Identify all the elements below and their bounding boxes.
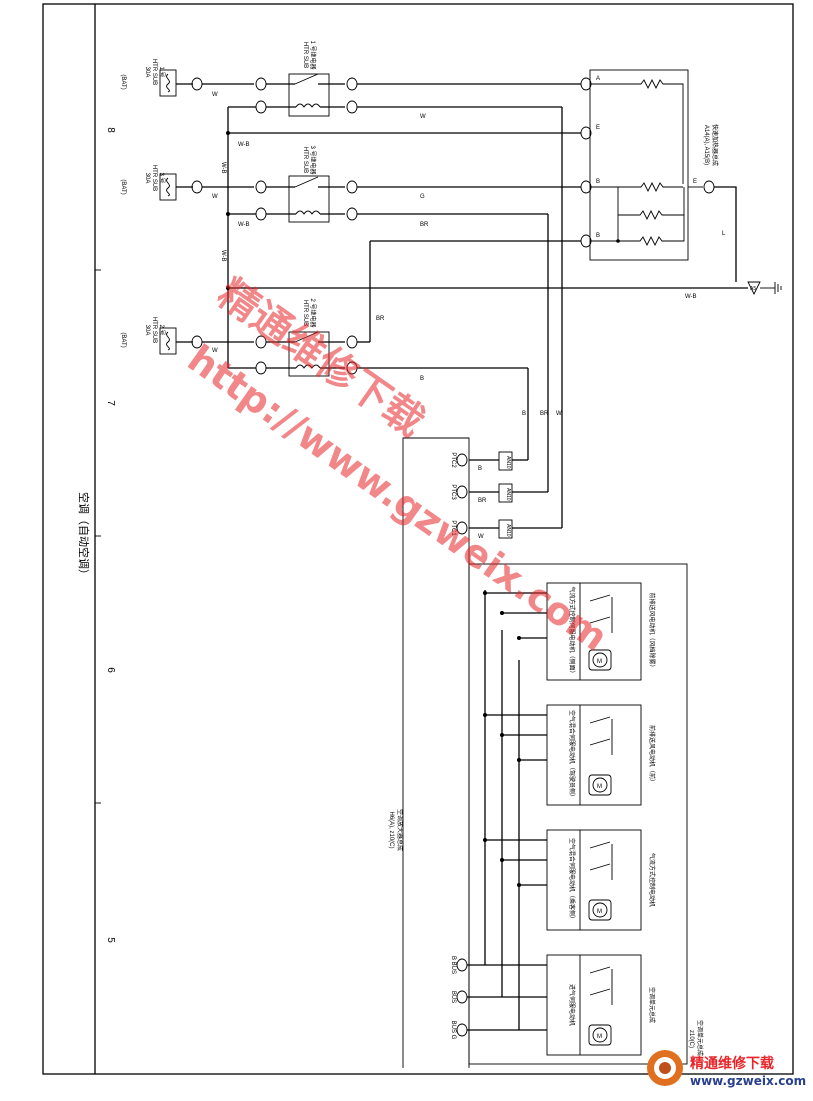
actuator-subtitle: 前排送风电动机（前） bbox=[648, 725, 656, 785]
actuator-subtitle: 气流方式控制电动机 bbox=[648, 853, 656, 907]
motor-symbol: M bbox=[597, 909, 602, 915]
wire-color: W bbox=[478, 534, 484, 540]
zone-number: 5 bbox=[105, 937, 116, 943]
actuator-title: 空气混合伺服电动机（驾驶员侧） bbox=[568, 710, 576, 800]
relay-desc: 3 号继电器 bbox=[309, 145, 317, 174]
ptc-pin: PTC1 bbox=[450, 520, 456, 536]
actuator-2: M 空气混合伺服电动机（驾驶员侧） 前排送风电动机（前） bbox=[546, 704, 656, 806]
heater-pin: E bbox=[693, 179, 697, 185]
relay-1: HTR SUB 1 号继电器 bbox=[255, 40, 358, 117]
footer-logo-url: www.gzweix.com bbox=[690, 1074, 806, 1088]
fuse-rating: 30A bbox=[144, 67, 150, 78]
fuse-rating: 30A bbox=[144, 173, 150, 184]
relay-name: HTR SUB bbox=[302, 147, 308, 173]
wire-color: G bbox=[420, 194, 425, 200]
actuator-title: 进气伺服电动机 bbox=[568, 984, 576, 1026]
connector-code: AN10 bbox=[505, 488, 511, 501]
actuator-3: M 空气混合伺服电动机（乘客侧） 气流方式控制电动机 bbox=[546, 829, 656, 931]
relay-2: HTR SUB 2 号继电器 BR B bbox=[255, 241, 528, 382]
wire-color: BR bbox=[478, 498, 487, 504]
heater-code: A14(A), A15(B) bbox=[703, 125, 709, 165]
heater-pin: B bbox=[596, 233, 600, 239]
wire-color: W-B bbox=[220, 250, 226, 262]
relay-name: HTR SUB bbox=[302, 300, 308, 326]
relay-3: HTR SUB 3 号继电器 G BR bbox=[255, 145, 548, 228]
wire-color: L bbox=[722, 231, 726, 237]
wire-color: W-B bbox=[220, 162, 226, 174]
wire-color: B bbox=[522, 411, 526, 417]
page-title: 空调（自动空调） bbox=[77, 492, 91, 580]
zone-number: 7 bbox=[105, 400, 116, 406]
fuse-rating: 30A bbox=[144, 325, 150, 336]
wire-color: W bbox=[556, 411, 562, 417]
actuator-title: 气流方式控制伺服电动机（侧面） bbox=[568, 586, 576, 676]
watermark: 精通维修下载 http://www.gzweix.com bbox=[180, 271, 616, 660]
motor-symbol: M bbox=[597, 1034, 602, 1040]
wire-color: W bbox=[212, 92, 218, 98]
page-frame bbox=[42, 3, 794, 1075]
bus-pin: BUS G bbox=[450, 1021, 456, 1040]
wire-color: W-B bbox=[685, 294, 697, 300]
heater-pin: E bbox=[596, 125, 600, 131]
wire-color: W-B bbox=[238, 142, 250, 148]
actuator-title: 空气混合伺服电动机（乘客侧） bbox=[568, 838, 576, 922]
zone-number: 8 bbox=[105, 127, 116, 133]
relay-name: HTR SUB bbox=[302, 42, 308, 68]
amplifier-desc: 空调放大器总成 bbox=[396, 809, 404, 851]
connector-code: AN10 bbox=[505, 524, 511, 537]
zone-numbers: 8 7 6 5 bbox=[105, 127, 116, 943]
fuse-name: HTR SUB bbox=[151, 317, 157, 343]
actuator-subtitle: 空调单元总成 bbox=[648, 987, 656, 1023]
fuse-index: 3 号 bbox=[158, 172, 165, 183]
footer-logo-cn: 精通维修下载 bbox=[690, 1055, 774, 1072]
fuse-index: 1 号 bbox=[158, 66, 165, 77]
wire-color: W-B bbox=[238, 222, 250, 228]
ac-unit-assembly: z10(C) 空调单元总成 bbox=[467, 563, 704, 1065]
unit-code: z10(C) bbox=[688, 1030, 694, 1048]
fuse-name: HTR SUB bbox=[151, 165, 157, 191]
ptc-pin: PTC3 bbox=[450, 484, 456, 500]
wb-bus: W-B W-B W-B W-B bbox=[220, 106, 256, 369]
wire-color: BR bbox=[420, 222, 429, 228]
wire-color: BR bbox=[376, 316, 385, 322]
actuator-1: M 气流方式控制伺服电动机（侧面） 前排送风电动机（风档除雾） bbox=[546, 582, 656, 681]
footer-logo: 精通维修下载 www.gzweix.com bbox=[647, 1050, 806, 1088]
bus-pin: BUS bbox=[450, 991, 456, 1003]
heater-pin: B bbox=[596, 179, 600, 185]
wire-color: W bbox=[420, 114, 426, 120]
actuator-group: M 气流方式控制伺服电动机（侧面） 前排送风电动机（风档除雾） M 空气混合伺服电动机（… bbox=[546, 582, 656, 1056]
fuse-3: (BAT) 30A HTR SUB 3 号 bbox=[120, 165, 254, 201]
relay-desc: 1 号继电器 bbox=[309, 40, 317, 69]
unit-desc: 空调单元总成 bbox=[696, 1020, 704, 1056]
fuse-source: (BAT) bbox=[120, 332, 126, 347]
amplifier-code: H6(A), z10(C) bbox=[388, 811, 394, 848]
fuse-2: (BAT) 30A HTR SUB 2 号 bbox=[120, 317, 254, 355]
heater-pin: A bbox=[596, 76, 600, 82]
fuse-name: HTR SUB bbox=[151, 59, 157, 85]
bus-pin: B BUS bbox=[450, 956, 456, 974]
heater-desc: 快速加热器总成 bbox=[711, 124, 719, 166]
fuse-1: (BAT) 30A HTR SUB 1 号 bbox=[120, 59, 254, 97]
ground-symbol: A5 W-B bbox=[228, 281, 782, 300]
actuator-4: M 进气伺服电动机 空调单元总成 bbox=[546, 954, 656, 1056]
ptc-pin: PTC2 bbox=[450, 452, 456, 468]
motor-symbol: M bbox=[597, 784, 602, 790]
fuse-source: (BAT) bbox=[120, 74, 126, 89]
fuse-index: 2 号 bbox=[158, 324, 165, 335]
wire-color: B bbox=[478, 466, 482, 472]
relay-desc: 2 号继电器 bbox=[309, 298, 317, 327]
zone-number: 6 bbox=[105, 667, 116, 673]
wire-color: W bbox=[212, 348, 218, 354]
actuator-subtitle: 前排送风电动机（风档除雾） bbox=[648, 592, 656, 670]
quick-heater-assembly: A14(A), A15(B) 快速加热器总成 A E B B E L bbox=[228, 69, 737, 282]
ground-label: A5 bbox=[750, 286, 756, 292]
motor-symbol: M bbox=[597, 659, 602, 665]
wire-color: BR bbox=[540, 411, 549, 417]
ptc-wires: B BR W AN10 AN10 AN10 B BR W bbox=[357, 106, 563, 540]
wire-color: W bbox=[212, 194, 218, 200]
connector-code: AN10 bbox=[505, 456, 511, 469]
fuse-source: (BAT) bbox=[120, 179, 126, 194]
wire-color: B bbox=[420, 376, 424, 382]
